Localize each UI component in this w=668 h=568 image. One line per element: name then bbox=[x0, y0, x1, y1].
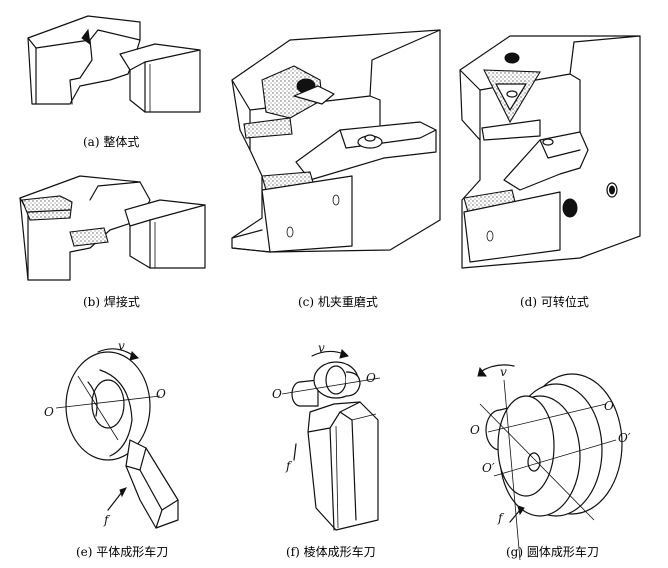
tool-a-solid bbox=[27, 15, 201, 113]
tool-g-circular-form bbox=[477, 364, 623, 561]
caption-c: (c) 机夹重磨式 bbox=[298, 295, 378, 309]
label-f-f: f bbox=[285, 459, 293, 473]
caption-a: (a) 整体式 bbox=[83, 134, 139, 149]
label-g-oprime-left: O′ bbox=[482, 461, 495, 475]
label-e-o-right: O bbox=[156, 387, 166, 401]
label-g-v: v bbox=[500, 365, 507, 379]
label-f-o-left: O bbox=[272, 387, 282, 401]
caption-d: (d) 可转位式 bbox=[520, 294, 589, 309]
label-f-o-right: O bbox=[366, 371, 376, 385]
tool-e-flat-form bbox=[55, 348, 179, 529]
caption-g: (g) 圆体成形车刀 bbox=[506, 544, 599, 559]
tool-d-indexable bbox=[459, 35, 641, 269]
label-g-o-right: O bbox=[604, 399, 614, 413]
label-e-f: f bbox=[103, 513, 111, 527]
caption-b: (b) 焊接式 bbox=[83, 294, 140, 309]
tool-b-welded bbox=[19, 175, 206, 281]
label-f-v: v bbox=[318, 341, 325, 355]
caption-e: (e) 平体成形车刀 bbox=[76, 544, 168, 559]
caption-f: (f) 棱体成形车刀 bbox=[286, 544, 376, 559]
label-g-oprime-right: O′ bbox=[618, 431, 631, 445]
label-e-o-left: O bbox=[44, 405, 54, 419]
tool-c-clamped-regrind bbox=[231, 29, 441, 253]
label-g-f: f bbox=[497, 511, 505, 525]
tool-f-prismatic-form bbox=[281, 349, 381, 531]
label-g-o-left: O bbox=[470, 423, 480, 437]
label-e-v: v bbox=[118, 339, 125, 353]
